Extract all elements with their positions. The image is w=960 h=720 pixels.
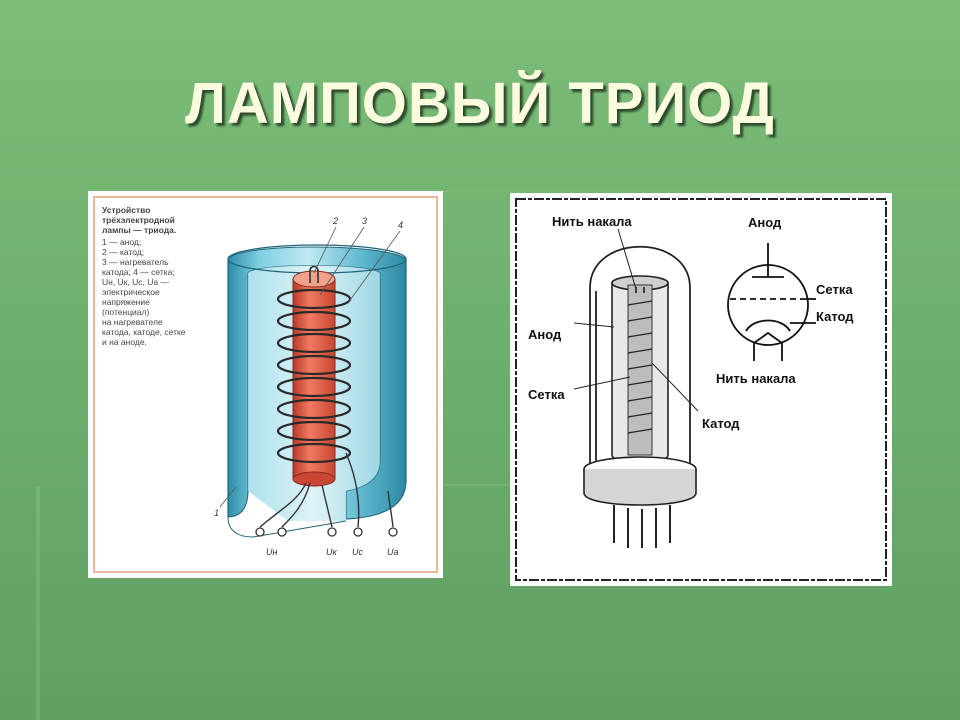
caption-line: (потенциал) — [102, 307, 149, 317]
callout-1: 1 — [214, 508, 219, 518]
lead-wires — [259, 452, 394, 528]
background-stripe — [36, 486, 40, 720]
callout-4: 4 — [398, 220, 403, 230]
symbol-label-anode: Анод — [748, 215, 782, 230]
caption-line: и на аноде. — [102, 337, 147, 347]
caption-line: напряжение — [102, 297, 150, 307]
terminal-heater-1 — [255, 527, 265, 537]
terminal-label-uh: Uн — [266, 547, 277, 557]
callout-lines — [219, 226, 401, 508]
label-filament: Нить накала — [552, 214, 632, 229]
cathode-tube — [292, 265, 336, 487]
label-grid: Сетка — [528, 387, 565, 402]
background-stripe — [440, 484, 520, 486]
callout-2: 2 — [332, 216, 338, 226]
triode-sketch-with-symbol: Нить накала Анод Сетка Катод Анод Сетка … — [510, 193, 892, 586]
caption-line: Uн, Uк, Uс, Uа — — [102, 277, 169, 287]
background-stripe — [440, 190, 960, 192]
label-cathode: Катод — [702, 416, 740, 431]
terminal-label-uk: Uк — [326, 547, 337, 557]
label-anode: Анод — [528, 327, 562, 342]
terminal-cathode — [327, 527, 337, 537]
caption-line: 3 — нагреватель — [102, 257, 169, 267]
caption-line: электрическое — [102, 287, 160, 297]
terminal-heater-2 — [277, 527, 287, 537]
callout-3: 3 — [362, 216, 367, 226]
caption-line: 2 — катод; — [102, 247, 144, 257]
terminal-label-ua: Uа — [387, 547, 399, 557]
glass-bulb — [589, 246, 691, 463]
terminal-anode — [388, 527, 398, 537]
caption-line: на нагревателе — [102, 317, 163, 327]
slide-title: ЛАМПОВЫЙ ТРИОД — [185, 71, 775, 136]
cutaway-drawing: Устройство трёхэлектродной лампы — триод… — [93, 196, 438, 573]
caption-heading-line: Устройство — [102, 205, 150, 215]
caption-heading-line: трёхэлектродной — [102, 215, 175, 225]
figure-caption: Устройство трёхэлектродной лампы — триод… — [102, 205, 186, 347]
terminal-label-uc: Uс — [352, 547, 363, 557]
terminal-grid — [353, 527, 363, 537]
symbol-label-grid: Сетка — [816, 282, 853, 297]
caption-line: катода, катоде, сетке — [102, 327, 186, 337]
triode-schematic-symbol — [727, 243, 816, 361]
caption-heading-line: лампы — триода. — [102, 225, 176, 235]
sketch-pointers — [573, 228, 699, 412]
triode-cutaway-illustration: Устройство трёхэлектродной лампы — триод… — [88, 191, 443, 578]
grid-spiral — [276, 288, 352, 464]
tube-base — [583, 456, 697, 548]
terminals — [255, 527, 398, 537]
heater-filament — [309, 265, 319, 283]
symbol-label-cathode: Катод — [816, 309, 854, 324]
figure-frame — [93, 196, 438, 573]
caption-line: катода; 4 — сетка; — [102, 267, 175, 277]
symbol-label-filament: Нить накала — [716, 371, 796, 386]
sketch-drawing: Нить накала Анод Сетка Катод Анод Сетка … — [515, 198, 887, 581]
caption-line: 1 — анод; — [102, 237, 141, 247]
sketch-frame — [515, 198, 887, 581]
anode-cylinder-sketch — [611, 275, 669, 464]
